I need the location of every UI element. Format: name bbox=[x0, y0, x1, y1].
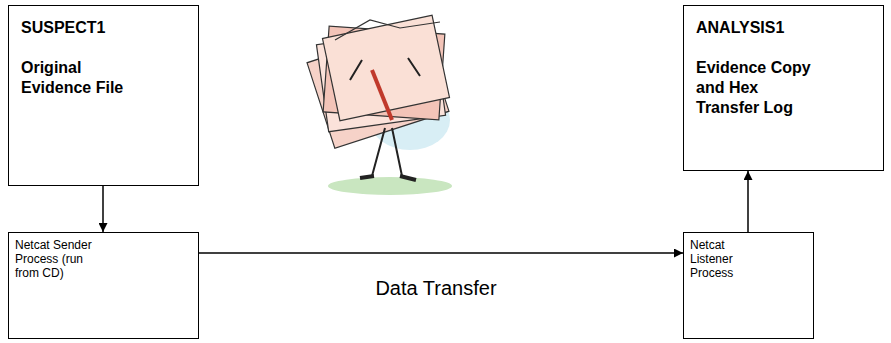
clipart-shadow bbox=[328, 177, 452, 195]
node-heading: Netcat Listener Process bbox=[690, 238, 750, 280]
clipart-figure bbox=[350, 58, 420, 180]
node-body: Evidence Copy and Hex Transfer Log bbox=[696, 58, 820, 118]
arrow-connector bbox=[102, 186, 104, 232]
node-heading: Netcat Sender Process (run from CD) bbox=[15, 238, 103, 280]
arrow-connector bbox=[747, 171, 749, 232]
node-heading: ANALYSIS1 bbox=[696, 18, 820, 38]
node-heading: SUSPECT1 bbox=[21, 18, 133, 38]
process-box: Netcat Listener Process bbox=[683, 232, 814, 339]
edge-label: Data Transfer bbox=[375, 277, 496, 300]
computer-box: SUSPECT1Original Evidence File bbox=[8, 5, 199, 186]
process-box: Netcat Sender Process (run from CD) bbox=[8, 232, 199, 339]
computer-box: ANALYSIS1Evidence Copy and Hex Transfer … bbox=[683, 5, 884, 171]
arrow-connector bbox=[199, 252, 683, 254]
clipart-papers bbox=[307, 15, 449, 148]
node-body: Original Evidence File bbox=[21, 58, 133, 98]
